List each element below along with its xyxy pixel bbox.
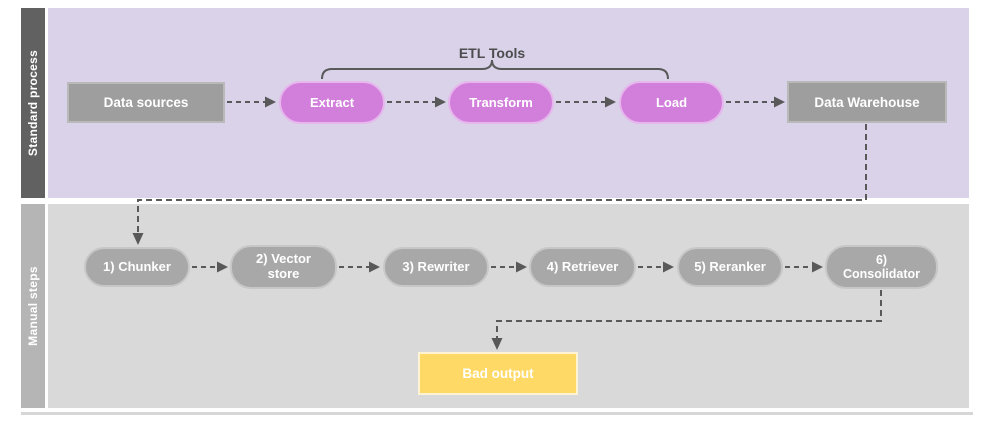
node-step-consolidator-label: 6) Consolidator (842, 252, 921, 281)
node-step-vector-store: 2) Vector store (230, 245, 337, 289)
lane-standard-label-bar: Standard process (21, 8, 45, 198)
lane-manual-label-bar: Manual steps (21, 204, 45, 408)
bottom-divider (21, 412, 973, 415)
node-load: Load (619, 81, 724, 124)
node-step-consolidator: 6) Consolidator (825, 245, 938, 289)
node-data-sources: Data sources (67, 82, 225, 123)
node-step-rewriter: 3) Rewriter (383, 247, 489, 287)
node-step-vector-store-label: 2) Vector store (256, 251, 311, 281)
node-extract: Extract (279, 81, 385, 124)
node-transform: Transform (448, 81, 554, 124)
node-step-retriever: 4) Retriever (529, 247, 636, 287)
node-step-chunker: 1) Chunker (84, 247, 190, 287)
node-bad-output: Bad output (418, 352, 578, 395)
node-data-warehouse: Data Warehouse (787, 81, 947, 123)
etl-tools-label: ETL Tools (458, 45, 526, 61)
lane-manual-label: Manual steps (26, 266, 40, 346)
node-step-reranker: 5) Reranker (677, 247, 783, 287)
lane-standard-label: Standard process (26, 49, 41, 157)
